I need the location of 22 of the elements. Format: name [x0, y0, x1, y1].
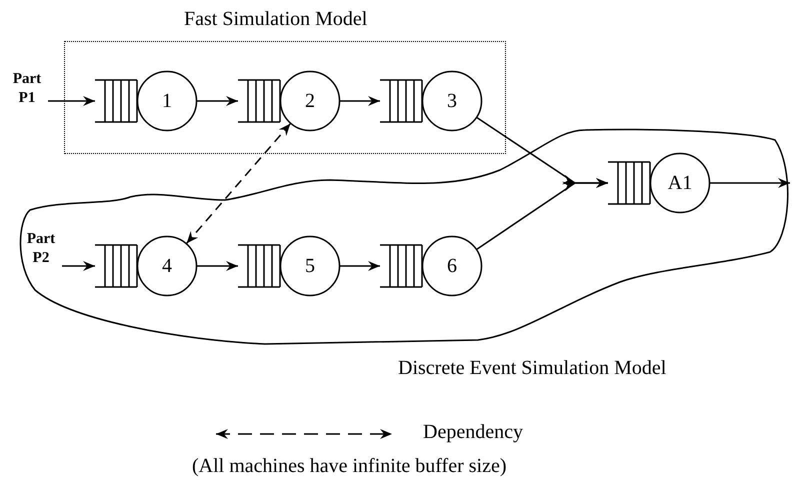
flow-arrow: [197, 261, 238, 271]
machine-label: 6: [446, 254, 458, 278]
machine-label: 3: [446, 89, 458, 113]
machine-label: 4: [161, 254, 173, 278]
flow-arrow: [48, 96, 95, 106]
region-heading: Discrete Event Simulation Model: [398, 357, 666, 380]
flow-arrow: [340, 96, 380, 106]
flow-arrow: [340, 261, 380, 271]
machine-label: 5: [304, 254, 316, 278]
legend-label: Dependency: [423, 421, 523, 444]
flow-arrow: [710, 178, 790, 188]
group-heading: Fast Simulation Model: [184, 8, 368, 31]
dependency-arrow: [186, 123, 291, 244]
flow-arrow: [476, 178, 608, 250]
machine-label: A1: [666, 171, 694, 195]
flow-arrow: [62, 261, 95, 271]
machine-label: 1: [161, 89, 173, 113]
note-text: (All machines have infinite buffer size): [192, 455, 507, 478]
part-label: Part P2: [26, 230, 56, 268]
flow-arrow: [197, 96, 238, 106]
machine-label: 2: [304, 89, 316, 113]
part-label: Part P1: [12, 70, 42, 108]
